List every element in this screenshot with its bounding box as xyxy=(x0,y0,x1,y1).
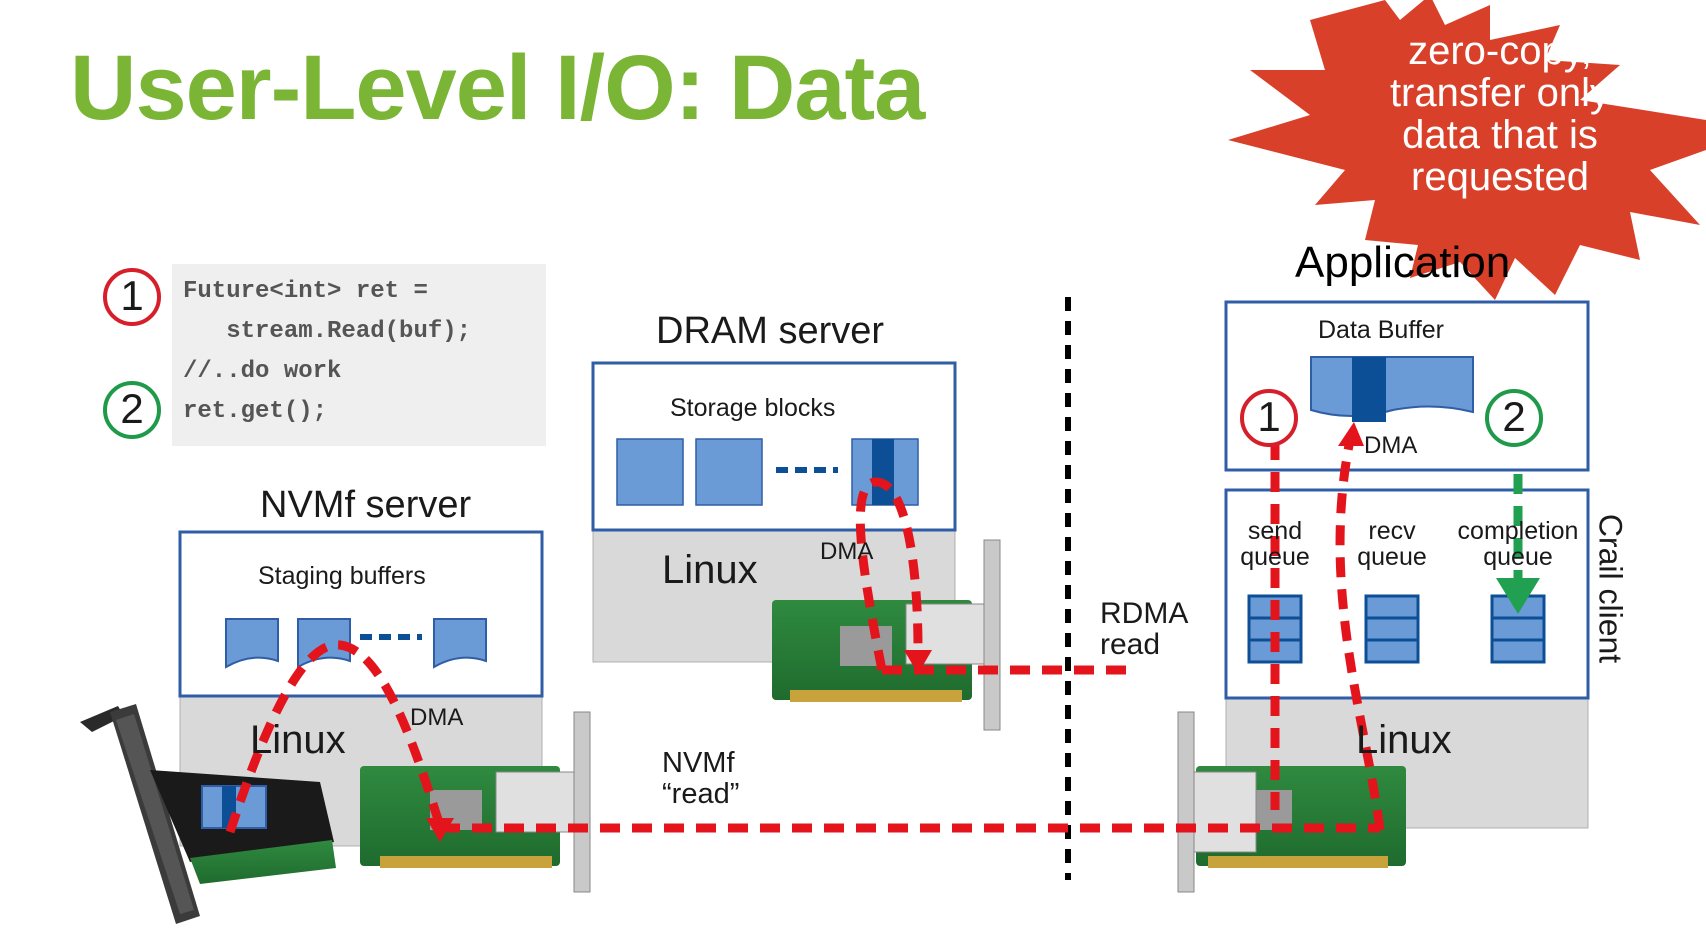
data-buffer-highlight xyxy=(1352,357,1386,422)
code-snippet: Future<int> ret = stream.Read(buf); //..… xyxy=(172,264,546,446)
dram-dma-label: DMA xyxy=(820,538,874,565)
nic-card-nvmf xyxy=(360,711,591,893)
client-marker-1: 1 xyxy=(1257,393,1281,440)
storage-blocks-label: Storage blocks xyxy=(670,394,836,422)
nvmf-line: NVMf xyxy=(662,747,735,779)
crail-client-label: Crail client xyxy=(1592,513,1629,664)
staging-buffers-label: Staging buffers xyxy=(258,562,426,590)
storage-block-highlight xyxy=(872,439,894,505)
arrowhead-client-dma xyxy=(1338,422,1364,446)
nvmf-staging-arc xyxy=(225,640,445,834)
arrowhead-dram xyxy=(904,650,932,674)
red-data-paths xyxy=(225,439,1385,834)
data-buffer-shape xyxy=(1310,356,1474,417)
nic-card-client xyxy=(1177,711,1406,893)
client-linux-label: Linux xyxy=(1356,718,1452,762)
nvmf-server-title: NVMf server xyxy=(260,484,472,526)
dram-server-title: DRAM server xyxy=(656,310,885,352)
code-marker-1-circle xyxy=(103,268,161,326)
data-buffer-label: Data Buffer xyxy=(1318,316,1445,344)
recv-queue-stack xyxy=(1364,594,1420,664)
staging-buffer-3 xyxy=(433,618,487,669)
nvmf-staging-box xyxy=(178,530,544,698)
client-marker-2: 2 xyxy=(1502,393,1526,440)
code-marker-1: 1 xyxy=(120,272,144,319)
nvmf-linux-label: Linux xyxy=(250,718,346,762)
code-line: stream.Read(buf); xyxy=(183,318,472,345)
code-line: //..do work xyxy=(183,358,342,385)
staging-buffer-1 xyxy=(225,618,279,669)
dram-dma-arc xyxy=(855,477,923,671)
code-marker-2: 2 xyxy=(120,385,144,432)
storage-block-1 xyxy=(616,438,684,506)
nvmf-read-label: NVMf “read” xyxy=(662,748,739,810)
rdma-line: RDMA xyxy=(1100,597,1189,630)
queue-label-line: queue xyxy=(1240,543,1310,571)
client-marker-2-circle xyxy=(1485,389,1543,447)
storage-block-2 xyxy=(695,438,763,506)
client-dma-path xyxy=(1335,439,1385,831)
slide-title: User-Level I/O: Data xyxy=(70,37,925,139)
code-line: ret.get(); xyxy=(183,398,328,425)
callout-text: zero-copy, transfer only data that is re… xyxy=(1330,30,1670,198)
callout-line: data that is xyxy=(1402,113,1598,157)
nvme-ssd-card xyxy=(80,704,336,924)
queue-label-line: recv xyxy=(1368,517,1416,545)
rdma-read-label: RDMA read xyxy=(1100,598,1188,660)
queue-label-line: queue xyxy=(1357,543,1427,571)
completion-queue-label: completion queue xyxy=(1443,518,1593,570)
arrowhead-completion xyxy=(1496,578,1540,614)
callout-line: transfer only xyxy=(1389,71,1611,115)
nvmf-line: “read” xyxy=(662,778,740,810)
code-line: Future<int> ret = xyxy=(183,278,428,305)
queue-label-line: queue xyxy=(1483,543,1553,571)
client-dma-label: DMA xyxy=(1364,432,1418,459)
dram-linux-label: Linux xyxy=(662,548,758,592)
client-marker-1-circle xyxy=(1240,389,1298,447)
application-label: Application xyxy=(1295,238,1511,287)
callout-line: zero-copy, xyxy=(1408,29,1592,73)
recv-queue-label: recv queue xyxy=(1342,518,1442,570)
code-marker-2-circle xyxy=(103,381,161,439)
arrowhead-nvmf xyxy=(426,818,454,842)
send-queue-label: send queue xyxy=(1225,518,1325,570)
nvmf-dma-label: DMA xyxy=(410,704,464,731)
callout-line: requested xyxy=(1411,155,1589,199)
rdma-line: read xyxy=(1100,628,1161,661)
queue-label-line: send xyxy=(1247,517,1303,545)
callout-starburst xyxy=(1228,0,1706,300)
queue-label-line: completion xyxy=(1457,517,1579,545)
